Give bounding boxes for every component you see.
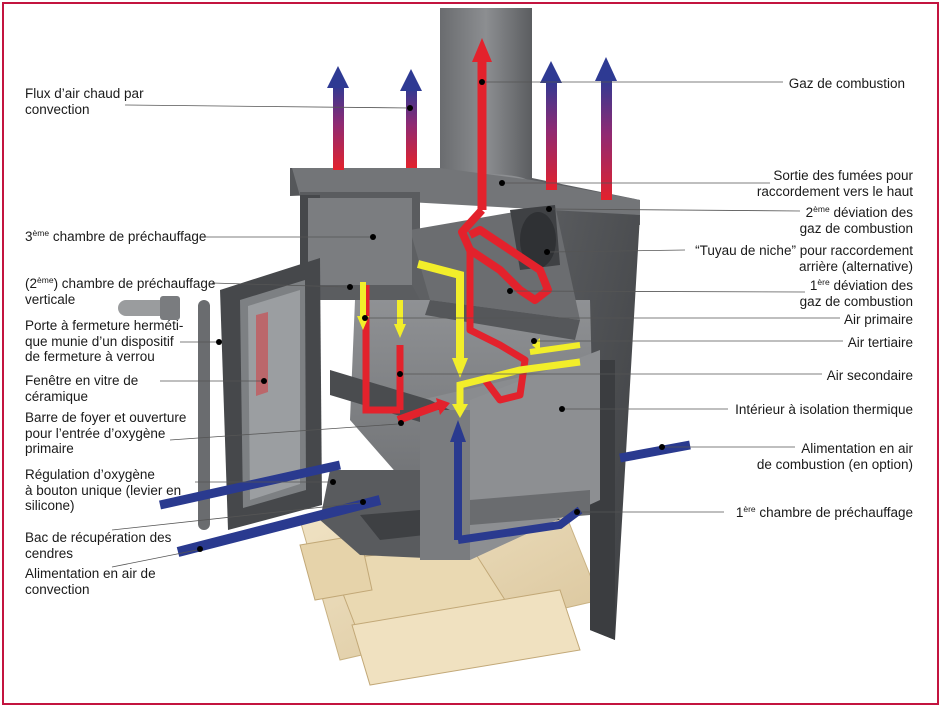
leader-lines [111,79,843,568]
label-sortie-fumees: Sortie des fumées pour raccordement vers… [756,168,913,199]
label-chambre-1-num: 1 [735,505,744,520]
label-regulation: Régulation d’oxygène à bouton unique (le… [25,467,182,513]
label-bac-cendres: Bac de récupération des cendres [25,530,172,561]
label-deviation-2-text: déviation des gaz de combustion [799,205,913,236]
arrow-up-icon [400,69,422,168]
label-chambre-3-num: 3 [25,229,33,244]
label-chambre-3-sup: ème [32,228,50,238]
label-interieur: Intérieur à isolation thermique [735,402,913,417]
label-alim-combustion: Alimentation en air de combustion (en op… [756,441,913,472]
label-chambre-1-sup: ère [743,504,756,514]
label-air-tertiaire: Air tertiaire [847,335,913,350]
label-chambre-2: (2ème) chambre de préchauffage verticale [25,276,215,307]
arrow-up-icon [327,66,349,170]
label-chambre-2-text: ) chambre de préchauffage verticale [25,276,216,307]
label-gaz-combustion: Gaz de combustion [788,76,905,91]
label-chambre-3-text: chambre de préchauffage [52,229,207,244]
label-deviation-1-sup: ère [817,277,830,287]
label-deviation-1-num: 1 [809,278,818,293]
label-fenetre: Fenêtre en vitre de céramique [25,373,139,404]
air-flow-arrows [159,38,691,557]
arrow-up-icon [595,57,617,200]
label-deviation-1-text: déviation des gaz de combustion [799,278,913,309]
label-porte: Porte à fermeture hermé­ti- que munie d’… [25,318,184,364]
label-deviation-1: 1ère déviation des gaz de combustion [800,278,913,309]
label-chambre-3: 3ème chambre de préchauffage [25,229,206,245]
label-chambre-1-text: chambre de préchauffage [755,505,913,520]
label-deviation-2-sup: ème [813,204,830,214]
label-chambre-1: 1ère chambre de préchauffage [736,505,913,521]
label-deviation-2: 2ème déviation des gaz de combustion [800,205,913,236]
label-barre-foyer: Barre de foyer et ouverture pour l’entré… [25,410,187,456]
label-tuyau-niche: “Tuyau de niche” pour raccordement arriè… [695,243,913,274]
arrow-up-icon [540,61,562,190]
label-flux-air-chaud: Flux d’air chaud par convection [25,86,144,117]
label-chambre-2-sup: ème [37,275,54,285]
label-alim-convection: Alimentation en air de convection [25,566,156,597]
label-air-primaire: Air primaire [843,312,913,327]
label-chambre-2-num: (2 [25,276,38,291]
label-deviation-2-num: 2 [805,205,814,220]
label-air-secondaire: Air secondaire [826,368,913,383]
stove-door [118,258,322,530]
